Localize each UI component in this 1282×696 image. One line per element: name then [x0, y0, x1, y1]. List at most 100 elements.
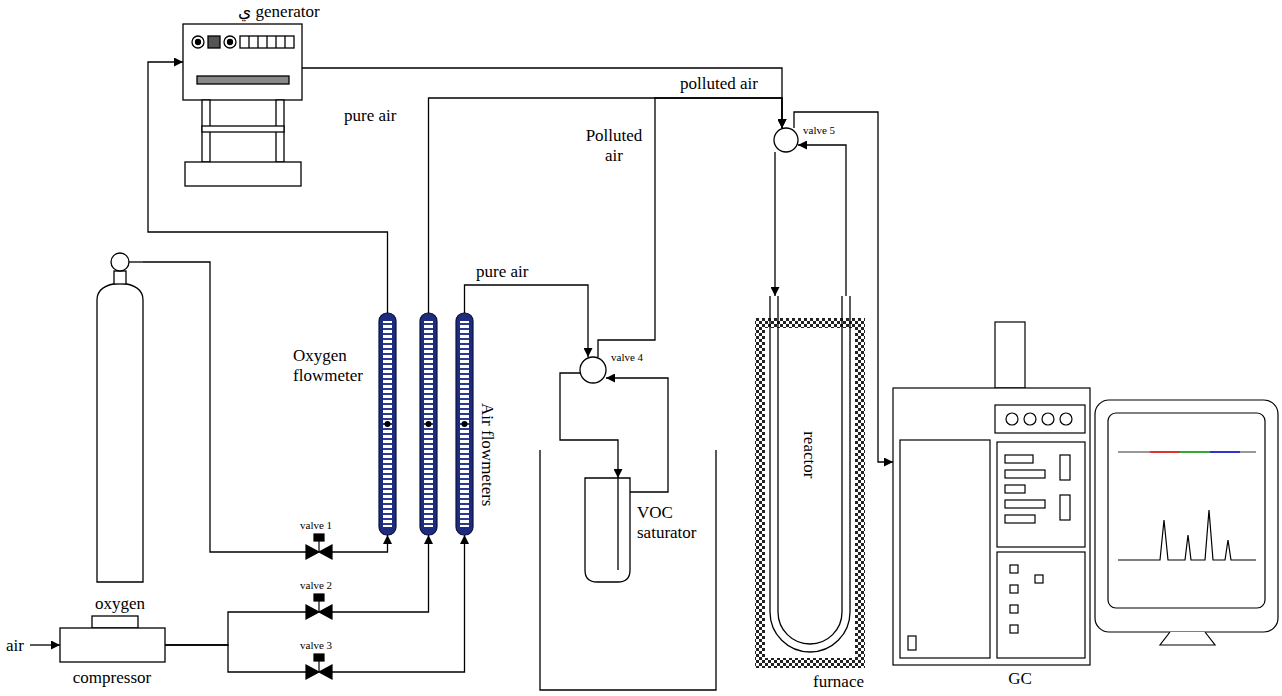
- flowmeter-tube: [379, 313, 396, 535]
- oxygen-cylinder: oxygen: [97, 250, 143, 582]
- gas-chromatograph-drawing: [1210, 451, 1240, 453]
- pipe: [165, 612, 306, 645]
- gas-chromatograph-drawing: [1118, 451, 1256, 452]
- reactor-tube: [770, 296, 850, 652]
- gas-chromatograph-drawing: [1010, 625, 1018, 633]
- flow-label: Polluted air: [578, 126, 650, 165]
- oxygen-cylinder-drawing: [129, 261, 143, 262]
- pipe: [606, 378, 668, 492]
- compressor-drawing: [92, 616, 138, 628]
- saturator-drawing: [585, 478, 630, 582]
- reactor-tube: [770, 296, 850, 652]
- gas-chromatograph-drawing: [1150, 451, 1180, 453]
- pipe: [332, 535, 388, 552]
- pipe: [429, 98, 783, 313]
- compressor-drawing: [30, 644, 60, 645]
- node-label: valve 5: [803, 124, 835, 137]
- valve: valve 3: [306, 665, 332, 679]
- gas-chromatograph-drawing: [1108, 413, 1265, 608]
- gas-chromatograph-drawing: [1042, 413, 1054, 425]
- gas-chromatograph-drawing: [1005, 500, 1045, 508]
- pipe: [165, 645, 306, 672]
- oxygen-cylinder-drawing: [111, 253, 129, 271]
- pipe: [332, 535, 465, 672]
- flowmeter-tube: [424, 321, 433, 527]
- gas-chromatograph-drawing: [900, 440, 990, 658]
- gas-chromatograph-drawing: [908, 636, 916, 650]
- gas-chromatograph-drawing: [1005, 455, 1033, 463]
- gas-chromatograph-drawing: [1006, 413, 1018, 425]
- ozone-generator: ي generator: [183, 24, 302, 100]
- valve-symbol: [314, 594, 324, 601]
- gas-chromatograph-drawing: [997, 442, 1085, 547]
- gas-chromatograph-drawing: [1095, 400, 1278, 632]
- flow-label: pure air: [476, 262, 528, 282]
- compressor-drawing: [30, 616, 165, 662]
- valve-symbol: [318, 601, 319, 612]
- saturator-drawing: [617, 478, 618, 570]
- compressor: compressor: [60, 628, 165, 662]
- valve-symbol: [318, 541, 319, 552]
- pipe: [143, 262, 306, 552]
- three-way-valve: valve 5: [774, 128, 798, 152]
- node-label: VOC saturator: [637, 503, 712, 542]
- flowmeter-pair: Air flowmeters: [420, 313, 473, 535]
- valve-symbol: [306, 534, 332, 679]
- voc-saturator: VOC saturator: [585, 478, 630, 582]
- gas-chromatograph-drawing: [1060, 413, 1072, 425]
- gas-chromatograph-drawing: [1005, 485, 1025, 493]
- valve-symbol: [314, 654, 324, 661]
- three-way-valve-symbol: [774, 128, 798, 152]
- gas-chromatograph-drawing: [1010, 585, 1018, 593]
- pipe: [465, 285, 589, 357]
- furnace-drawing: [760, 323, 860, 663]
- generator-drawing: [208, 36, 220, 48]
- saturator-drawing: [540, 450, 716, 690]
- generator-drawing: [197, 76, 289, 84]
- gas-chromatograph: GC: [893, 388, 1090, 665]
- flowmeter-tube: [383, 321, 392, 527]
- flowmeter-tube: [385, 421, 391, 427]
- oxygen-cylinder-drawing: [97, 253, 143, 582]
- reactor: reactor: [768, 296, 852, 655]
- gas-chromatograph-drawing: [995, 405, 1085, 433]
- generator-drawing: [228, 40, 233, 45]
- oxygen-cylinder-drawing: [97, 283, 143, 582]
- pipe: [148, 62, 388, 313]
- generator-drawing: [224, 36, 236, 48]
- flowmeter-tube: [420, 313, 437, 535]
- valve-symbol: [314, 534, 324, 541]
- gas-chromatograph-drawing: [1005, 515, 1035, 523]
- generator-drawing: [192, 36, 204, 48]
- furnace-drawing: [760, 323, 860, 663]
- three-way-valve-symbol: [580, 357, 606, 383]
- node-label: valve 2: [300, 579, 332, 592]
- generator-drawing: [284, 36, 285, 48]
- three-way-valve: valve 4: [580, 357, 606, 383]
- gas-chromatograph-drawing: [997, 552, 1085, 658]
- flowmeter-tube: [460, 321, 469, 527]
- pipe: [302, 68, 782, 128]
- oxygen-cylinder-drawing: [114, 271, 126, 284]
- generator-drawing: [275, 36, 276, 48]
- flowmeter-tube: [426, 421, 432, 427]
- stream-label: air: [6, 636, 24, 656]
- pipe: [794, 112, 893, 462]
- generator-drawing: [266, 36, 267, 48]
- generator-drawing: [183, 24, 302, 186]
- gas-chromatograph-drawing: [1035, 575, 1043, 583]
- flowmeter-tube: [456, 313, 473, 535]
- gas-chromatograph-drawing: [995, 322, 1025, 388]
- generator-drawing: [185, 162, 301, 186]
- gas-chromatograph-drawing: [893, 322, 1278, 665]
- gas-chromatograph-drawing: [1118, 510, 1256, 560]
- flowmeter-tube: [462, 421, 468, 427]
- pipe: [798, 145, 846, 296]
- gas-chromatograph-drawing: [893, 388, 1090, 665]
- flowmeter-tube: [379, 313, 473, 535]
- node-label: valve 4: [611, 351, 643, 364]
- stream-label: polluted air: [680, 74, 758, 94]
